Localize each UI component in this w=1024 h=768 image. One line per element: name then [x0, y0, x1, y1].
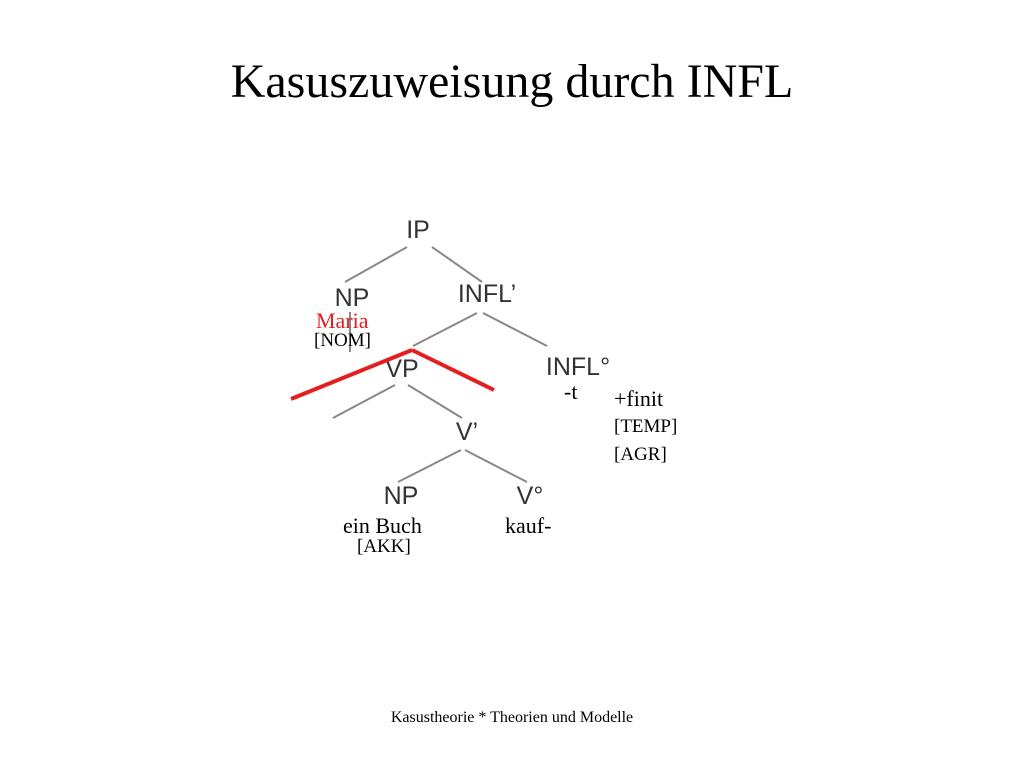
branch-vbar-np: [397, 449, 462, 483]
branch-inflbar-inflhead: [482, 312, 548, 347]
branch-ip-inflbar: [431, 246, 483, 283]
barrier-line-left: [290, 348, 413, 401]
object-case: [AKK]: [357, 536, 411, 557]
branch-vbar-vhead: [464, 449, 528, 483]
infl-temp: [TEMP]: [614, 416, 678, 437]
barrier-mark: [290, 348, 495, 401]
slide-footer: Kasustheorie * Theorien und Modelle: [390, 709, 634, 726]
branch-inflbar-vp: [412, 312, 478, 347]
branch-vp-vbar: [407, 384, 463, 419]
verb-stem: kauf-: [505, 513, 552, 538]
node-np-object: NP: [384, 482, 419, 510]
barrier-line-right: [411, 348, 495, 392]
tree-nodes: IP NP INFL’ VP INFL° V’ NP V°: [335, 216, 610, 510]
node-np-subject: NP: [335, 284, 370, 312]
tree-branches: [332, 246, 548, 483]
subject-word: Maria: [316, 308, 369, 333]
infl-agr: [AGR]: [614, 444, 667, 465]
object-word: ein Buch: [343, 513, 422, 538]
node-v-head: V°: [517, 482, 544, 510]
node-infl-head: INFL°: [546, 353, 610, 381]
node-ip: IP: [406, 216, 430, 244]
subject-case: [NOM]: [314, 330, 371, 351]
infl-finite: +finit: [614, 386, 664, 411]
node-infl-bar: INFL’: [458, 280, 516, 308]
branch-vp-left: [332, 384, 396, 419]
slide-title: Kasuszuweisung durch INFL: [230, 55, 794, 108]
infl-suffix: -t: [564, 379, 578, 404]
node-v-bar: V’: [456, 418, 478, 446]
branch-ip-np: [344, 246, 408, 283]
